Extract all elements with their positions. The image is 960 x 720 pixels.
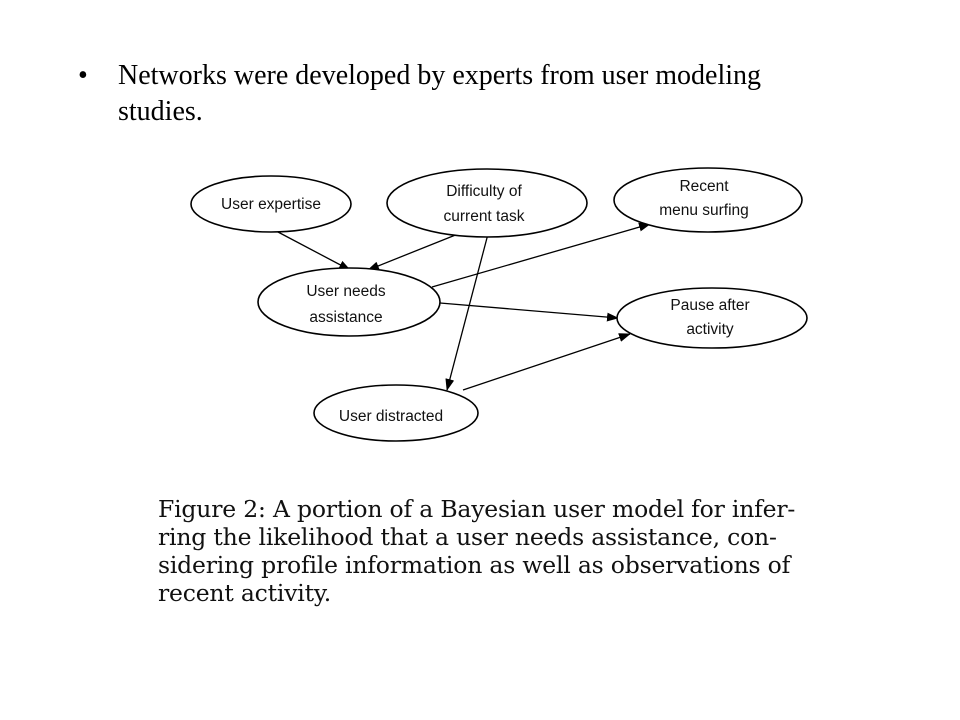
node-difficulty-of-current-task: Difficulty of current task bbox=[386, 168, 588, 238]
node-user-needs-assistance: User needs assistance bbox=[257, 267, 441, 337]
edge-needs-assistance-to-recent-surfing bbox=[431, 222, 651, 288]
node-needs-assistance-label-line-2: assistance bbox=[309, 309, 382, 326]
node-recent-surfing-label-line-2: menu surfing bbox=[659, 202, 749, 219]
node-user-distracted: User distracted bbox=[313, 384, 479, 442]
node-difficulty-label-line-2: current task bbox=[444, 208, 525, 225]
node-needs-assistance-label-line-1: User needs bbox=[306, 283, 386, 300]
caption-line-4: recent activity. bbox=[158, 579, 332, 607]
node-recent-surfing-label-line-1: Recent bbox=[679, 178, 729, 195]
node-recent-menu-surfing: Recent menu surfing bbox=[613, 167, 803, 233]
node-distracted-label: User distracted bbox=[339, 408, 443, 425]
node-difficulty-label-line-1: Difficulty of bbox=[446, 183, 522, 200]
bullet-text-line-1: Networks were developed by experts from … bbox=[118, 60, 762, 91]
node-pause-after-activity: Pause after activity bbox=[616, 287, 808, 349]
bullet-text: Networks were developed by experts from … bbox=[118, 58, 878, 130]
edge-difficulty-to-distracted bbox=[445, 233, 489, 391]
edge-difficulty-to-needs-assistance bbox=[367, 233, 459, 271]
node-pause-label-line-2: activity bbox=[686, 321, 734, 338]
node-user-expertise-label: User expertise bbox=[221, 196, 321, 213]
edge-needs-assistance-to-pause-activity bbox=[439, 302, 619, 322]
caption-line-2: ring the likelihood that a user needs as… bbox=[158, 523, 777, 551]
caption-line-3: sidering profile information as well as … bbox=[158, 551, 791, 579]
figure-caption: Figure 2: A portion of a Bayesian user m… bbox=[158, 495, 858, 607]
caption-line-1: Figure 2: A portion of a Bayesian user m… bbox=[158, 495, 796, 523]
node-pause-label-line-1: Pause after bbox=[670, 297, 749, 314]
bullet-text-line-2: studies. bbox=[118, 96, 203, 127]
bullet-symbol: • bbox=[78, 60, 88, 91]
node-user-expertise: User expertise bbox=[190, 175, 352, 233]
edge-distracted-to-pause-activity bbox=[462, 333, 631, 391]
edge-user-expertise-to-needs-assistance bbox=[277, 231, 351, 271]
